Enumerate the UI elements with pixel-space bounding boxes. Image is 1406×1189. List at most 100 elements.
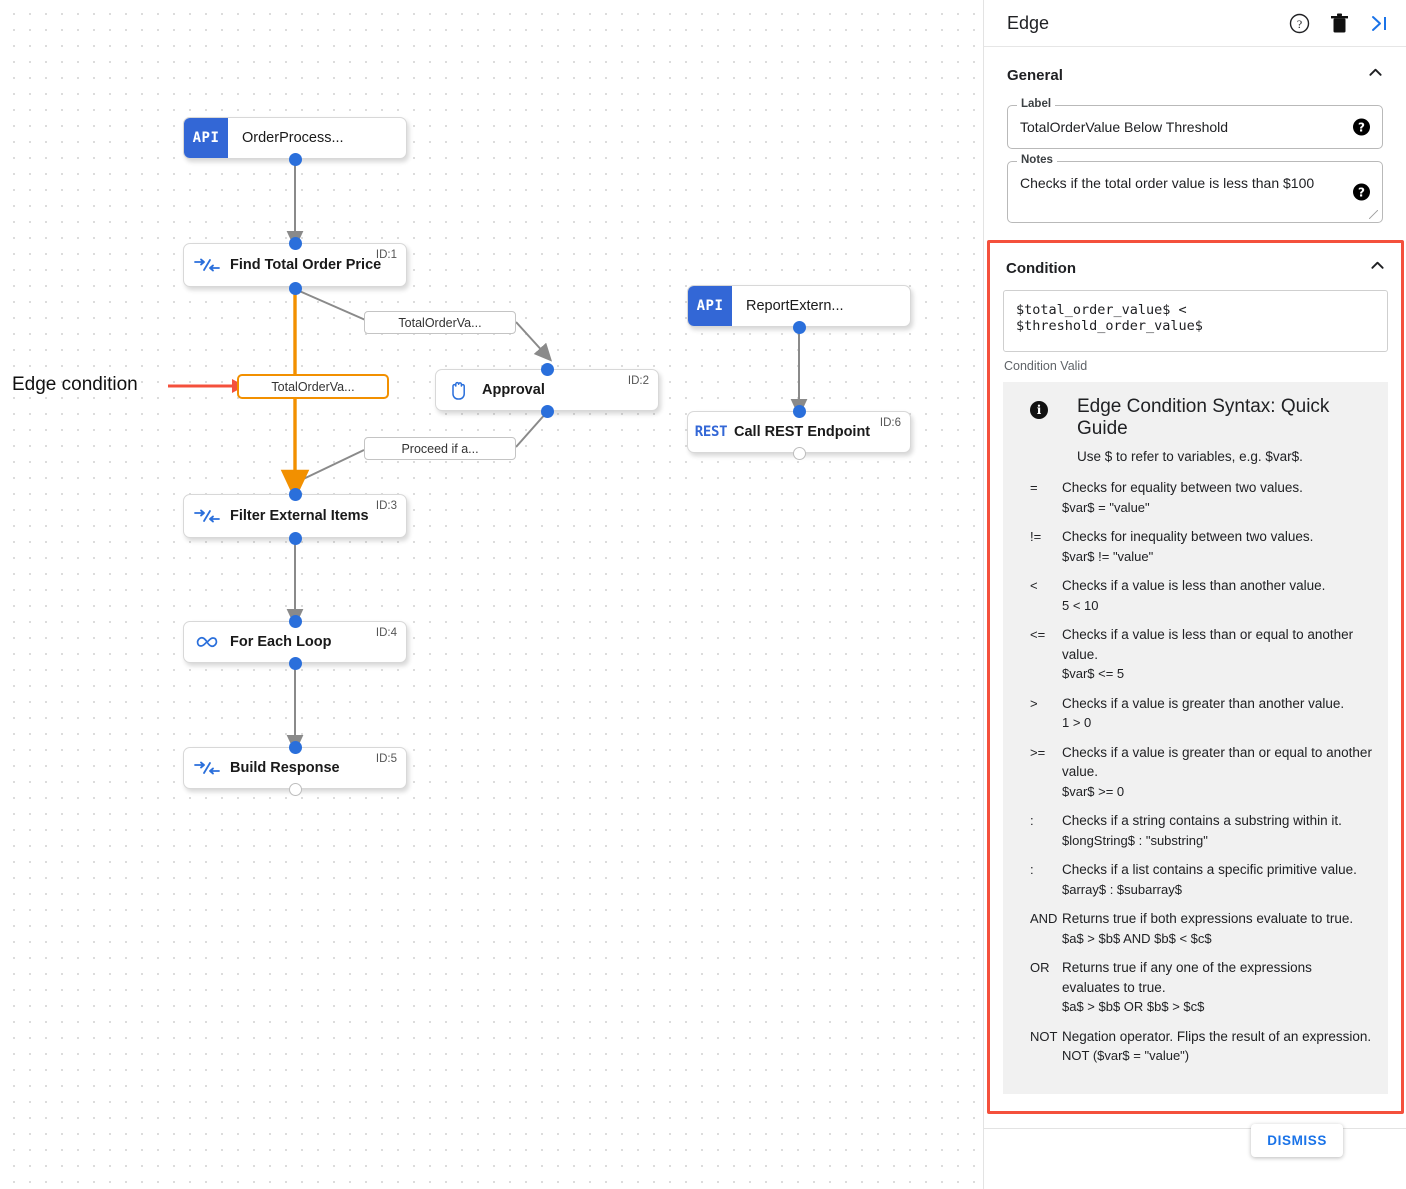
edge-properties-panel: Edge ? [983,0,1406,1189]
operator-row: :Checks if a string contains a substring… [1019,811,1372,850]
operator-symbol: > [1030,695,1038,711]
label-field[interactable]: Label TotalOrderValue Below Threshold ? [1007,98,1383,149]
operator-row: :Checks if a list contains a specific pr… [1019,860,1372,899]
edge-label-text: TotalOrderVa... [398,315,482,330]
guide-subtitle: Use $ to refer to variables, e.g. $var$. [1077,449,1303,464]
operator-example: 5 < 10 [1062,597,1099,613]
node-label: Approval [482,382,545,398]
collapse-panel-icon[interactable] [1369,13,1390,34]
api-chip: API [184,118,228,158]
merge-arrows-icon [184,761,230,775]
condition-syntax-guide: i Edge Condition Syntax: Quick Guide Use… [1003,382,1388,1094]
notes-resize-handle[interactable] [1369,210,1378,219]
operator-description: Checks if a value is greater than or equ… [1062,744,1372,780]
operator-description: Checks if a string contains a substring … [1062,813,1342,828]
node-label: OrderProcess... [242,130,344,146]
node-id-badge: ID:5 [375,753,397,765]
operator-example: 1 > 0 [1062,715,1092,730]
operator-description: Checks if a list contains a specific pri… [1062,862,1357,877]
chevron-up-icon[interactable] [1368,65,1383,85]
operator-symbol: != [1030,529,1042,544]
chevron-up-icon[interactable] [1370,258,1385,278]
operator-symbol: >= [1030,744,1046,760]
node-input-port[interactable] [289,237,302,250]
operator-description: Returns true if both expressions evaluat… [1062,911,1354,926]
operator-symbol: <= [1030,627,1046,642]
operator-symbol: OR [1030,960,1050,975]
edge-label-totalordervalue-selected[interactable]: TotalOrderVa... [237,374,389,399]
node-output-port[interactable] [289,657,302,670]
node-for-each-loop[interactable]: For Each Loop ID:4 [183,621,407,663]
operator-example: $var$ != "value" [1062,548,1154,564]
operator-symbol: NOT [1030,1028,1058,1044]
node-output-port[interactable] [541,405,554,418]
node-input-port[interactable] [541,363,554,376]
node-id-badge: ID:4 [375,627,397,639]
node-orderprocess[interactable]: API OrderProcess... [183,117,407,159]
node-output-port[interactable] [793,447,806,460]
node-build-response[interactable]: Build Response ID:5 [183,747,407,789]
edge-label-totalordervalue-top[interactable]: TotalOrderVa... [364,311,516,334]
node-id-badge: ID:6 [879,417,901,429]
node-label: Build Response [230,760,340,776]
guide-title: Edge Condition Syntax: Quick Guide [1077,396,1330,439]
edge-connector-layer [168,165,808,753]
node-output-port[interactable] [793,321,806,334]
label-help-icon[interactable]: ? [1353,118,1370,136]
node-input-port[interactable] [289,488,302,501]
condition-section-highlight: Condition $total_order_value$ < $thresho… [987,240,1404,1114]
rest-icon: REST [688,424,734,440]
label-field-legend: Label [1017,98,1056,110]
notes-field-legend: Notes [1017,154,1057,166]
node-input-port[interactable] [289,615,302,628]
node-label: For Each Loop [230,634,332,650]
operator-example: $array$ : $subarray$ [1062,881,1182,897]
operator-row: =Checks for equality between two values.… [1019,478,1372,517]
annotation-edge-condition: Edge condition [12,374,138,395]
node-input-port[interactable] [793,405,806,418]
node-id-badge: ID:2 [627,375,649,387]
node-label: Call REST Endpoint [734,424,871,440]
operator-example: NOT ($var$ = "value") [1062,1048,1190,1063]
operator-example: $var$ <= 5 [1062,666,1125,681]
operator-row: >Checks if a value is greater than anoth… [1019,694,1372,733]
operator-example: $var$ = "value" [1062,499,1150,515]
workflow-canvas[interactable]: API OrderProcess... Find Total Order Pri… [0,0,983,1189]
node-reportextern[interactable]: API ReportExtern... [687,285,911,327]
page-title: Edge [1007,12,1050,33]
merge-arrows-icon [184,509,230,523]
node-output-port[interactable] [289,282,302,295]
operator-example: $a$ > $b$ AND $b$ < $c$ [1062,930,1212,946]
operator-row: != Checks for inequality between two valu… [1019,527,1372,566]
node-input-port[interactable] [289,741,302,754]
dismiss-button[interactable]: DISMISS [1251,1124,1343,1157]
edge-label-proceed-if[interactable]: Proceed if a... [364,437,516,460]
help-icon[interactable]: ? [1289,13,1310,34]
operator-example: $a$ > $b$ OR $b$ > $c$ [1062,999,1205,1014]
condition-expression-value: $total_order_value$ < $threshold_order_v… [1016,302,1203,334]
node-id-badge: ID:1 [375,249,397,261]
node-output-port[interactable] [289,532,302,545]
operator-row: AND Returns true if both expressions eval… [1019,909,1372,948]
operator-description: Checks for inequality between two values… [1062,529,1314,544]
general-section-header[interactable]: General [1000,47,1390,93]
node-output-port[interactable] [289,783,302,796]
info-icon: i [1030,401,1048,419]
operator-table: =Checks for equality between two values.… [1019,478,1372,1066]
operator-description: Checks for equality between two values. [1062,480,1303,495]
svg-text:?: ? [1297,17,1302,31]
node-output-port[interactable] [289,153,302,166]
edge-label-text: TotalOrderVa... [271,379,355,394]
condition-section-header[interactable]: Condition [1003,243,1388,284]
delete-icon[interactable] [1330,13,1349,34]
notes-field[interactable]: Notes Checks if the total order value is… [1007,154,1383,223]
node-approval[interactable]: Approval ID:2 [435,369,659,411]
condition-section-title: Condition [1006,259,1076,277]
condition-expression-input[interactable]: $total_order_value$ < $threshold_order_v… [1003,290,1388,352]
hand-icon [436,379,482,401]
condition-section: Condition $total_order_value$ < $thresho… [990,243,1401,1094]
notes-help-icon[interactable]: ? [1353,183,1370,201]
operator-symbol: < [1030,578,1038,593]
operator-symbol: AND [1030,911,1058,926]
